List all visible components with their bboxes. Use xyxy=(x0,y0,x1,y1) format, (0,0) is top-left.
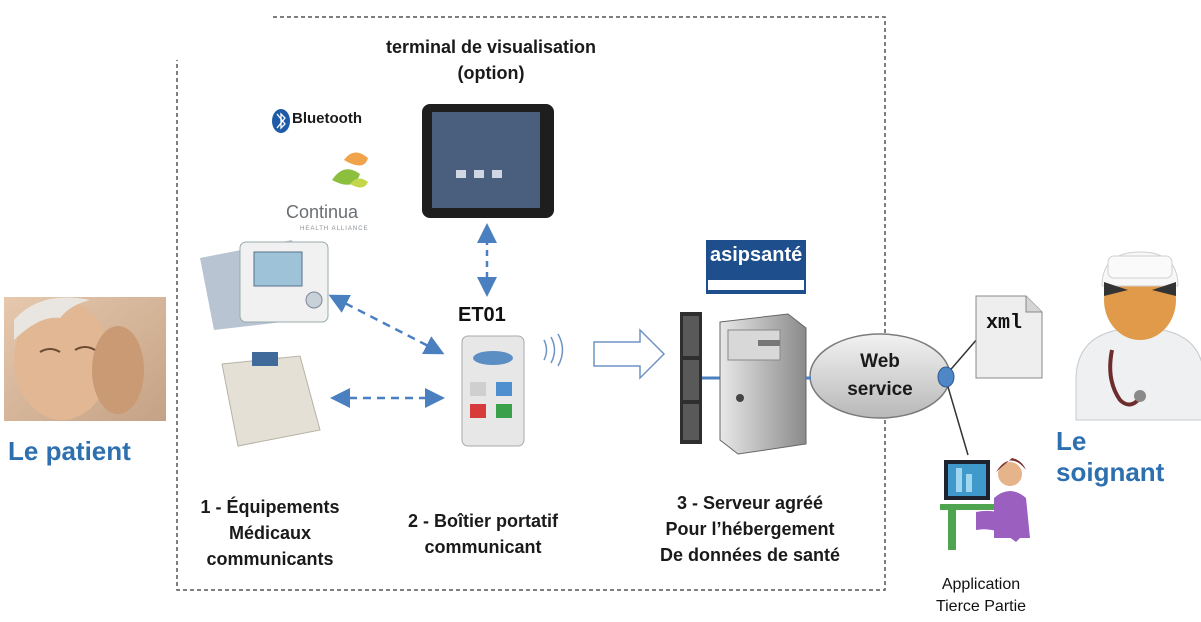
continua-logo xyxy=(332,152,368,188)
system-boundary xyxy=(176,16,886,591)
wireless-signal-icon xyxy=(543,333,564,367)
asip-sante-logo xyxy=(706,240,806,294)
terminal-title-line1: terminal de visualisation xyxy=(385,37,597,57)
section-boitier-line1: 2 - Boîtier portatif xyxy=(407,511,558,531)
section-serveur-line1: 3 - Serveur agréé xyxy=(676,493,824,513)
terminal-title-line2: (option) xyxy=(457,63,525,83)
bluetooth-logo xyxy=(272,109,290,133)
patient-photo xyxy=(4,297,166,421)
doctor-icon xyxy=(1075,251,1201,421)
application-user-icon xyxy=(940,458,1030,550)
transfer-arrow xyxy=(593,328,666,380)
section-boitier-line2: communicant xyxy=(424,537,542,557)
server-rack xyxy=(680,312,722,444)
application-line2: Tierce Partie xyxy=(935,598,1027,615)
interface-dot xyxy=(937,366,955,388)
continua-logo-text: Continua xyxy=(286,202,359,222)
section-serveur: 3 - Serveur agréé Pour l’hébergement De … xyxy=(640,490,860,568)
section-equipements-line1: 1 - Équipements xyxy=(200,497,340,517)
bluetooth-logo-text: Bluetooth xyxy=(292,110,362,127)
section-equipements: 1 - Équipements Médicaux communicants xyxy=(190,494,350,572)
et01-label: ET01 xyxy=(458,304,506,326)
application-line1: Application xyxy=(941,576,1021,593)
patient-label: Le patient xyxy=(8,436,131,466)
section-equipements-line2: Médicaux xyxy=(228,523,312,543)
application-label: Application Tierce Partie xyxy=(918,574,1044,618)
section-serveur-line2: Pour l’hébergement xyxy=(665,519,835,539)
section-serveur-line3: De données de santé xyxy=(659,545,841,565)
asip-logo-text: asipsanté xyxy=(710,244,803,266)
section-boitier: 2 - Boîtier portatif communicant xyxy=(388,508,578,560)
terminal-title: terminal de visualisation (option) xyxy=(346,34,636,86)
section-equipements-line3: communicants xyxy=(206,549,334,569)
tablet-terminal xyxy=(422,104,554,218)
et01-device xyxy=(461,335,525,447)
soignant-label: Le soignant xyxy=(1056,426,1165,487)
server-tower xyxy=(719,313,807,455)
continua-logo-subtext: HEALTH ALLIANCE xyxy=(300,226,369,232)
web-service-line2: service xyxy=(847,379,913,400)
web-service-line1: Web xyxy=(860,351,900,372)
arrow-bp-et01 xyxy=(328,294,445,355)
web-service-label: Web service xyxy=(830,348,930,404)
xml-label: xml xyxy=(986,312,1023,335)
weighing-scale xyxy=(221,352,321,447)
xml-document-icon xyxy=(975,295,1043,379)
blood-pressure-monitor xyxy=(200,240,329,330)
